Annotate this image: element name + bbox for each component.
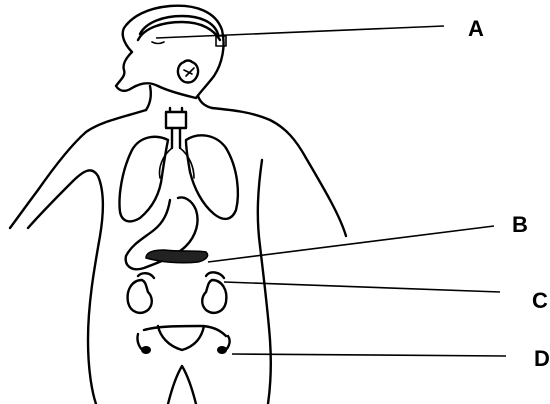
label-a: A: [468, 16, 484, 41]
leader-line-d: [232, 354, 506, 356]
trachea: [166, 108, 186, 148]
label-d: D: [534, 346, 550, 371]
kidneys: [128, 272, 227, 312]
lungs: [120, 135, 238, 221]
label-b: B: [512, 212, 528, 237]
leader-line-b: [208, 226, 494, 262]
leader-line-a: [156, 26, 444, 38]
pancreas: [146, 250, 208, 263]
reproductive-organs: [137, 326, 229, 354]
label-c: C: [532, 288, 548, 313]
thyroid-gland: [178, 61, 198, 83]
leader-lines: [156, 26, 506, 356]
brain-structure: [138, 16, 226, 46]
body-outline: [10, 6, 346, 404]
